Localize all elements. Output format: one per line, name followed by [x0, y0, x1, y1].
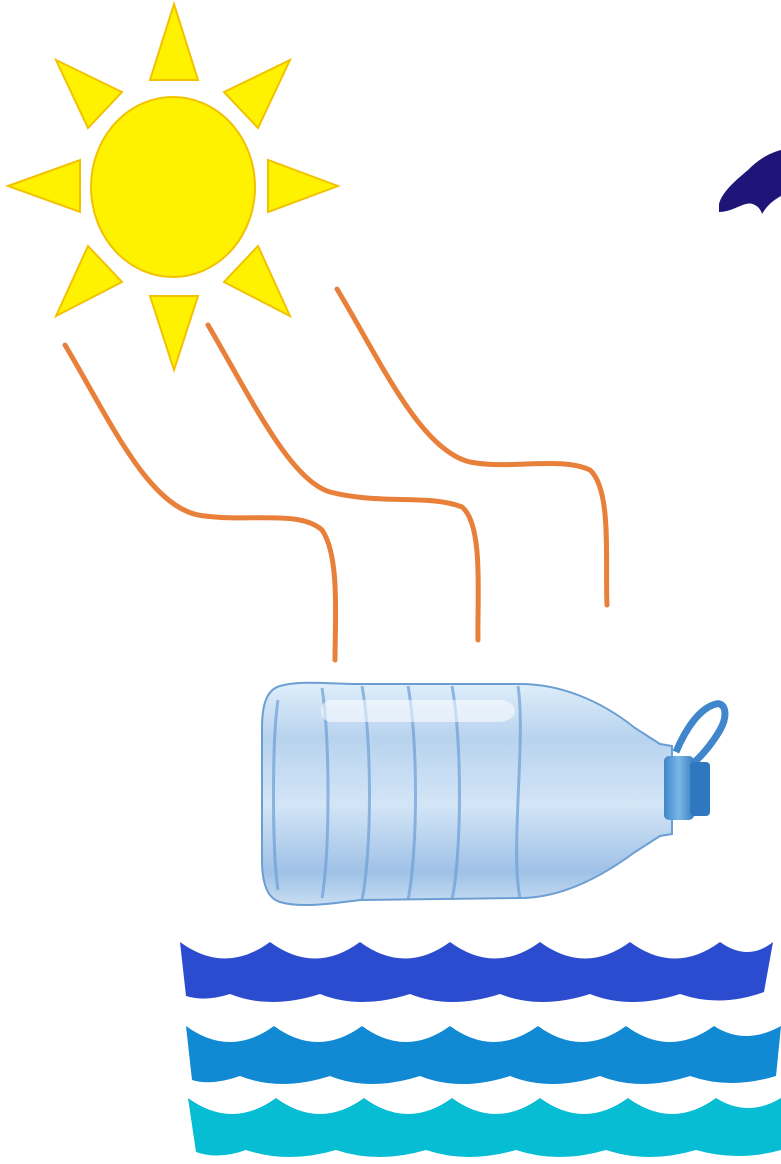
wave-row-top: [180, 942, 773, 1002]
bottle-highlight: [321, 700, 515, 722]
heat-rays: [65, 289, 607, 660]
bird-silhouette-icon: [719, 150, 781, 214]
bottle-cap: [664, 756, 694, 820]
heat-ray-line: [337, 289, 607, 605]
waves-icon: [180, 942, 781, 1157]
sun-ray: [56, 246, 122, 316]
sun-icon: [8, 4, 338, 370]
sun-disc: [91, 97, 255, 277]
heat-ray-line: [65, 345, 336, 660]
wave-row-bottom: [188, 1098, 781, 1157]
water-bottle-icon: [262, 683, 725, 905]
wave-row-middle: [186, 1026, 781, 1084]
sun-ray: [224, 246, 290, 316]
bottle-cap-rim: [690, 762, 710, 816]
sun-ray: [268, 160, 338, 212]
sun-ray: [56, 60, 122, 128]
sun-ray: [8, 160, 80, 212]
sun-ray: [150, 296, 198, 370]
sun-ray: [224, 60, 290, 128]
sun-ray: [150, 4, 198, 80]
heat-ray-line: [208, 325, 478, 640]
